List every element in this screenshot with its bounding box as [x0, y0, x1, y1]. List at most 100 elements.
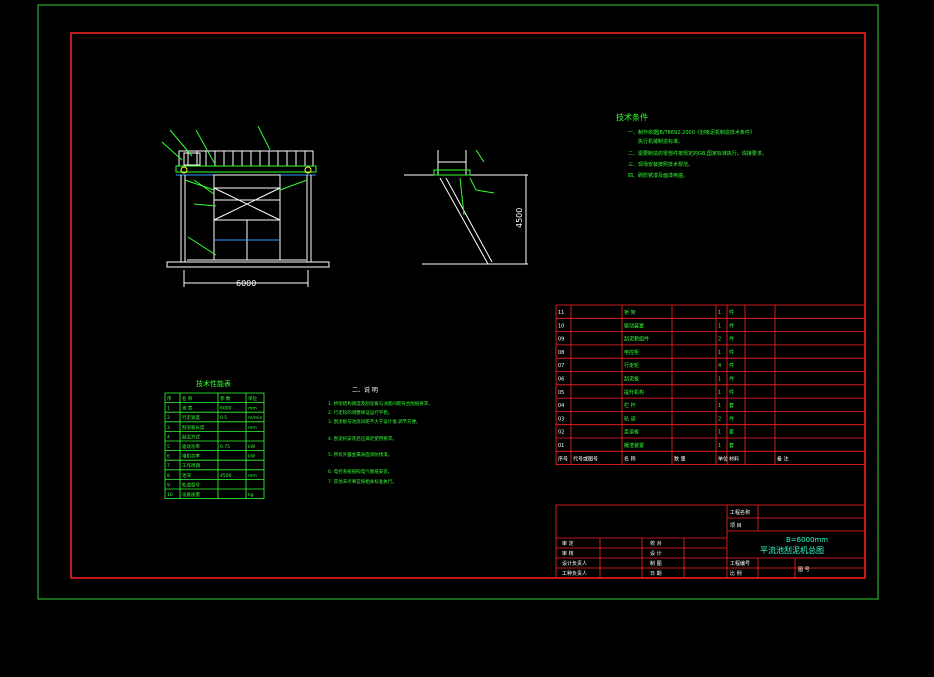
- outer-frame: [37, 4, 879, 600]
- param-cell: 设备质量: [182, 491, 200, 498]
- title-block: [555, 504, 866, 579]
- parts-cell: 1: [718, 323, 721, 329]
- parts-cell: 2: [718, 337, 721, 343]
- item-label: 项 目: [730, 523, 742, 529]
- parts-cell: 06: [558, 377, 564, 383]
- parts-cell: 件: [729, 415, 734, 422]
- param-cell: 行走速度: [182, 414, 200, 421]
- tech-req-item: 三、现场安装按照技术规范。: [628, 161, 693, 168]
- parts-cell: 撇渣装置: [624, 442, 644, 449]
- parts-header-cell: 代号或图号: [573, 456, 598, 463]
- param-cell: kW: [248, 454, 256, 460]
- param-cell: 轨道型号: [182, 481, 200, 488]
- note-item: 5. 所有外露金属表面涂防锈漆。: [328, 451, 392, 458]
- param-cell: 2: [167, 415, 170, 421]
- param-cell: 刮泥方式: [182, 433, 200, 440]
- parts-cell: 4: [718, 363, 721, 369]
- param-cell: 10: [167, 492, 173, 498]
- param-cell: 工作周期: [182, 462, 200, 469]
- parts-cell: 04: [558, 403, 564, 409]
- param-cell: 7: [167, 463, 170, 469]
- dim-height-label: 4500: [515, 208, 524, 228]
- parts-cell: 件: [729, 322, 734, 329]
- role-label: 设计负责人: [562, 560, 587, 567]
- tech-requirements: 技术条件 一、制作依据JB/T8692-2000《刮吸泥机制造技术条件》 执行机…: [616, 112, 767, 179]
- sheet-label: 图 号: [798, 567, 810, 573]
- parts-cell: 件: [729, 309, 734, 316]
- parts-cell: 1: [718, 350, 721, 356]
- param-cell: 电机功率: [182, 453, 200, 460]
- param-cell: 5: [167, 444, 170, 450]
- parts-cell: 件: [729, 389, 734, 396]
- tech-req-item: 一、制作依据JB/T8692-2000《刮吸泥机制造技术条件》: [628, 129, 755, 136]
- param-cell: 9: [167, 482, 170, 488]
- front-elevation-view: [161, 125, 330, 287]
- param-cell: 池 宽: [182, 405, 193, 412]
- param-cell: 驱动功率: [182, 443, 200, 450]
- note-item: 1. 桥架结构刚度及刮泥板与池底间距符合图纸要求。: [328, 400, 433, 407]
- side-section-view: [404, 149, 528, 265]
- title-block-text: 工程名称 项 目 B=6000mm 平流池刮泥机总图 工程编号 比 例 图 号 …: [562, 509, 828, 577]
- parts-cell: 01: [558, 443, 564, 449]
- parts-cell: 07: [558, 363, 564, 369]
- parts-cell: 1: [718, 430, 721, 436]
- param-cell: 4500: [220, 473, 232, 479]
- param-cell: 刮泥板长度: [182, 424, 205, 431]
- parts-cell: 行走轮: [624, 362, 639, 369]
- tech-req-item: 执行机械制造标准。: [638, 138, 683, 145]
- parts-cell: 10: [558, 323, 564, 329]
- role-label: 设 计: [650, 550, 662, 557]
- param-cell: 6: [167, 454, 170, 460]
- param-cell: mm: [248, 426, 257, 431]
- parts-header-cell: 名 称: [624, 456, 636, 463]
- role-label: 审 核: [562, 550, 574, 557]
- project-label: 工程名称: [730, 509, 750, 516]
- param-cell: 8: [167, 473, 170, 479]
- parts-cell: 件: [729, 349, 734, 356]
- param-table-title: 技术性能表: [196, 379, 231, 388]
- parts-cell: 11: [558, 310, 564, 316]
- tech-req-title: 技术条件: [616, 112, 648, 122]
- note-item: 7. 其他未尽事宜按相关标准执行。: [328, 478, 397, 485]
- drawing-no-label: 工程编号: [730, 560, 750, 567]
- parts-cell: 05: [558, 390, 564, 396]
- param-cell: mm: [248, 407, 257, 412]
- dim-width-label: 6000: [236, 279, 256, 288]
- param-header-cell: 名 称: [182, 395, 193, 402]
- parts-header-cell: 单位: [718, 456, 728, 463]
- parts-cell: 1: [718, 443, 721, 449]
- tech-req-item: 四、刷防锈漆及面漆两遍。: [628, 172, 688, 179]
- parts-cell: 件: [729, 376, 734, 383]
- parts-cell: 09: [558, 337, 564, 343]
- parts-cell: 1: [718, 310, 721, 316]
- parts-cell: 1: [718, 403, 721, 409]
- parts-cell: 走道板: [624, 429, 639, 436]
- param-cell: kg: [248, 492, 254, 498]
- parts-cell: 套: [729, 442, 734, 449]
- drawing-name-line2: 平流池刮泥机总图: [760, 545, 824, 555]
- parts-cell: 桥 架: [624, 309, 636, 316]
- parts-cell: 刮泥耙组件: [624, 336, 649, 343]
- param-header-cell: 单位: [248, 395, 257, 402]
- notes-block: 二、说 明 1. 桥架结构刚度及刮泥板与池底间距符合图纸要求。 2. 行走轮的调…: [328, 386, 433, 485]
- note-item: 3. 刮泥板与池底间距不大于设计值,调节方便。: [328, 418, 421, 425]
- scale-label: 比 例: [730, 570, 742, 577]
- parts-cell: 栏 杆: [624, 402, 636, 409]
- parts-cell: 1: [718, 390, 721, 396]
- param-header-cell: 参 数: [220, 395, 231, 402]
- notes-title: 二、说 明: [352, 386, 378, 394]
- parts-cell: 套: [729, 429, 734, 436]
- drawing-name-line1: B=6000mm: [786, 536, 828, 544]
- parts-cell: 02: [558, 430, 564, 436]
- param-cell: 4: [167, 434, 170, 440]
- param-cell: 池深: [182, 472, 191, 479]
- parts-cell: 件: [729, 362, 734, 369]
- parts-cell: 03: [558, 416, 564, 422]
- param-cell: 1: [167, 406, 170, 412]
- role-label: 审 定: [562, 540, 574, 547]
- parts-cell: 驱动装置: [624, 322, 644, 329]
- role-label: 日 期: [650, 571, 662, 577]
